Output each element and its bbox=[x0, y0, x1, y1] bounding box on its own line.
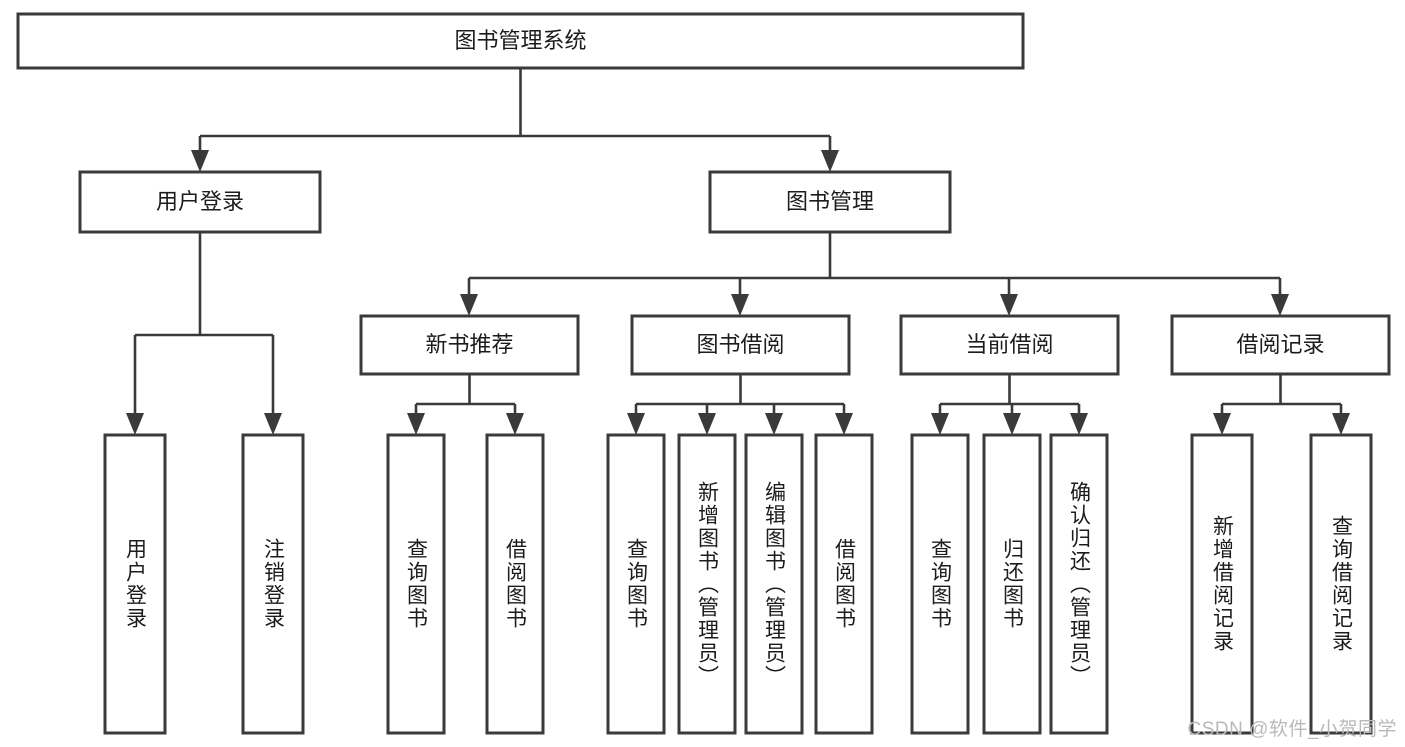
arrow-head-bookmgmt-2 bbox=[1000, 294, 1018, 316]
node-box-level3-0[interactable] bbox=[359, 314, 580, 376]
arrow-head-g2-0 bbox=[931, 413, 949, 435]
arrow-head-userlogin-0 bbox=[126, 413, 144, 435]
node-box-leaf-9[interactable] bbox=[982, 433, 1042, 735]
node-label-level3-3: 借阅记录 bbox=[1236, 332, 1324, 357]
box-layer bbox=[16, 12, 1391, 735]
arrow-head-g2-2 bbox=[1070, 413, 1088, 435]
node-box-level2-0[interactable] bbox=[78, 170, 322, 234]
arrow-head-g1-2 bbox=[765, 413, 783, 435]
arrow-head-g1-3 bbox=[835, 413, 853, 435]
node-box-leaf-2[interactable] bbox=[386, 433, 446, 735]
node-label-level3-1: 图书借阅 bbox=[696, 332, 784, 357]
connector-layer bbox=[126, 68, 1350, 435]
arrow-head-bookmgmt-0 bbox=[460, 294, 478, 316]
node-box-level3-1[interactable] bbox=[630, 314, 851, 376]
node-box-leaf-11[interactable] bbox=[1190, 433, 1254, 735]
node-box-leaf-0[interactable] bbox=[103, 433, 167, 735]
node-box-level3-2[interactable] bbox=[899, 314, 1120, 376]
arrow-head-userlogin-1 bbox=[264, 413, 282, 435]
node-label-level2-0: 用户登录 bbox=[156, 189, 244, 214]
node-box-root[interactable] bbox=[16, 12, 1025, 70]
node-box-leaf-4[interactable] bbox=[606, 433, 666, 735]
arrow-head-root-1 bbox=[821, 150, 839, 172]
node-box-level2-1[interactable] bbox=[708, 170, 952, 234]
node-label-level3-0: 新书推荐 bbox=[425, 332, 513, 357]
node-box-leaf-12[interactable] bbox=[1309, 433, 1373, 735]
node-box-leaf-7[interactable] bbox=[814, 433, 874, 735]
arrow-head-root-0 bbox=[191, 150, 209, 172]
node-box-leaf-10[interactable] bbox=[1049, 433, 1109, 735]
node-box-leaf-5[interactable] bbox=[677, 433, 737, 735]
arrow-head-bookmgmt-3 bbox=[1271, 294, 1289, 316]
arrow-head-g1-0 bbox=[627, 413, 645, 435]
arrow-head-bookmgmt-1 bbox=[731, 294, 749, 316]
node-label-level3-2: 当前借阅 bbox=[965, 332, 1053, 357]
node-box-leaf-1[interactable] bbox=[241, 433, 305, 735]
node-box-leaf-6[interactable] bbox=[744, 433, 804, 735]
watermark-text: CSDN @软件_小贺同学 bbox=[1187, 719, 1397, 740]
node-box-level3-3[interactable] bbox=[1170, 314, 1391, 376]
node-box-leaf-3[interactable] bbox=[485, 433, 545, 735]
arrow-head-g3-1 bbox=[1332, 413, 1350, 435]
node-label-root: 图书管理系统 bbox=[454, 28, 586, 53]
arrow-head-g2-1 bbox=[1003, 413, 1021, 435]
arrow-head-g3-0 bbox=[1213, 413, 1231, 435]
node-label-level2-1: 图书管理 bbox=[786, 189, 874, 214]
arrow-head-g0-0 bbox=[407, 413, 425, 435]
arrow-head-g1-1 bbox=[698, 413, 716, 435]
node-box-leaf-8[interactable] bbox=[910, 433, 970, 735]
arrow-head-g0-1 bbox=[506, 413, 524, 435]
